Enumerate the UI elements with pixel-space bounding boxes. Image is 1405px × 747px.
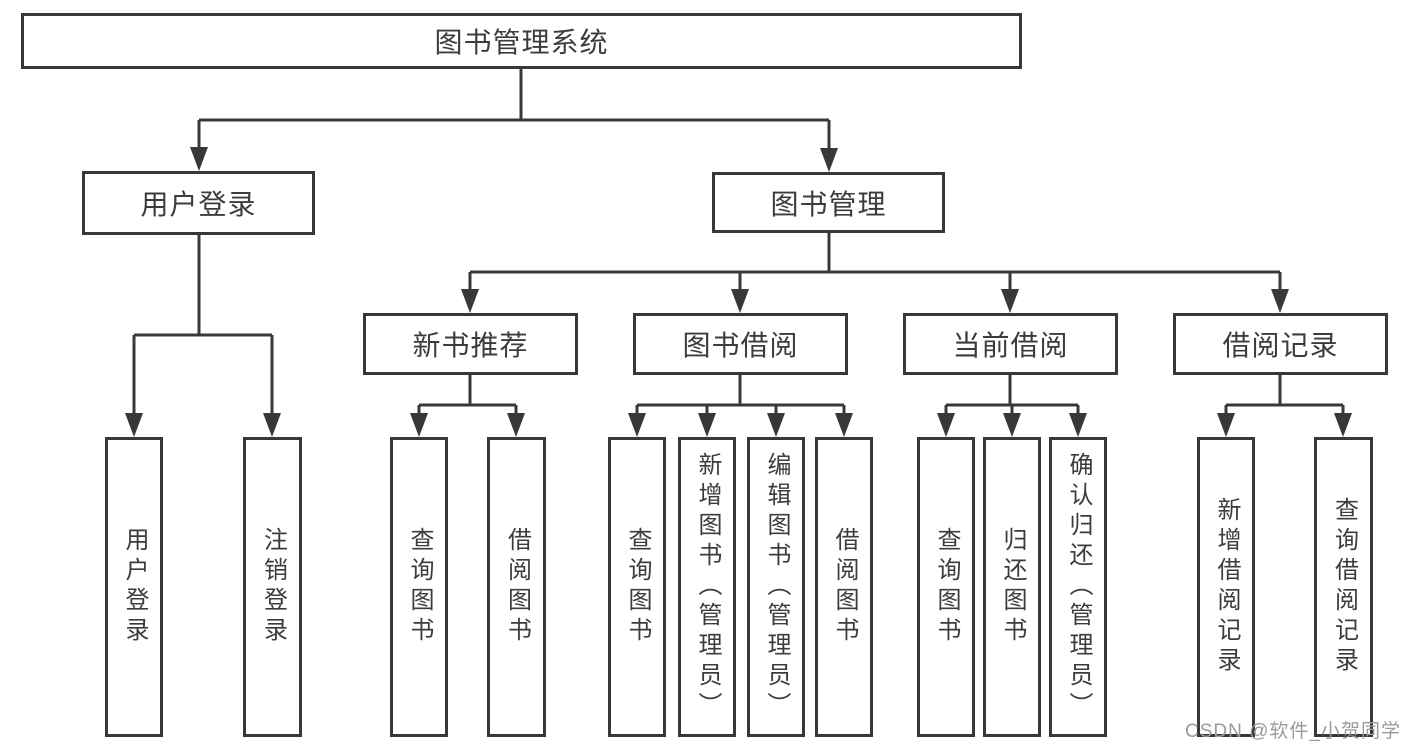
node-book-borrowing: 图书借阅 xyxy=(633,313,848,375)
connector-root-to-level2 xyxy=(190,69,838,172)
leaf-query-books-borrowing: 查询图书 xyxy=(608,437,666,737)
leaf-logout-login: 注销登录 xyxy=(243,437,302,737)
node-borrowing-records: 借阅记录 xyxy=(1173,313,1388,375)
leaf-query-books-current-label: 查询图书 xyxy=(933,527,960,647)
node-borrowing-records-label: 借阅记录 xyxy=(1222,330,1339,361)
leaf-query-books-current: 查询图书 xyxy=(917,437,975,737)
leaf-query-borrow-record-label: 查询借阅记录 xyxy=(1330,497,1358,677)
leaf-query-books-recommend-label: 查询图书 xyxy=(406,527,433,647)
connector-book-mgmt-children xyxy=(461,232,1289,313)
connector-book-borrow-children xyxy=(628,375,853,437)
leaf-add-book-admin: 新增图书（管理员） xyxy=(678,437,736,737)
leaf-borrow-books-recommend-label: 借阅图书 xyxy=(503,527,531,647)
watermark-text: CSDN @软件_小贺同学 xyxy=(1185,721,1401,742)
node-current-borrowing-label: 当前借阅 xyxy=(952,330,1069,361)
leaf-return-books-label: 归还图书 xyxy=(999,527,1026,647)
node-new-book-recommend: 新书推荐 xyxy=(363,313,578,375)
leaf-borrow-books-recommend: 借阅图书 xyxy=(487,437,546,737)
leaf-edit-book-admin-label: 编辑图书（管理员） xyxy=(763,452,790,722)
leaf-query-books-recommend: 查询图书 xyxy=(390,437,448,737)
leaf-query-borrow-record: 查询借阅记录 xyxy=(1314,437,1373,737)
connector-borrow-records-children xyxy=(1217,375,1352,437)
leaf-confirm-return-admin-label: 确认归还（管理员） xyxy=(1065,452,1092,722)
node-book-management: 图书管理 xyxy=(712,172,945,233)
leaf-return-books: 归还图书 xyxy=(983,437,1041,737)
leaf-borrow-books-borrowing-label: 借阅图书 xyxy=(831,527,858,647)
leaf-logout-login-label: 注销登录 xyxy=(259,527,287,647)
leaf-add-borrow-record: 新增借阅记录 xyxy=(1197,437,1255,737)
connector-current-borrow-children xyxy=(937,375,1087,437)
leaf-edit-book-admin: 编辑图书（管理员） xyxy=(747,437,805,737)
node-new-book-recommend-label: 新书推荐 xyxy=(412,330,529,361)
node-book-borrowing-label: 图书借阅 xyxy=(682,330,799,361)
leaf-query-books-borrowing-label: 查询图书 xyxy=(624,527,651,647)
leaf-user-login-label: 用户登录 xyxy=(121,527,148,647)
leaf-add-borrow-record-label: 新增借阅记录 xyxy=(1213,497,1240,677)
leaf-add-book-admin-label: 新增图书（管理员） xyxy=(694,452,721,722)
leaf-user-login: 用户登录 xyxy=(105,437,163,737)
connector-new-book-children xyxy=(410,375,525,437)
node-user-login: 用户登录 xyxy=(82,171,315,235)
node-library-system-label: 图书管理系统 xyxy=(434,27,609,58)
connector-user-login-children xyxy=(125,234,281,437)
leaf-confirm-return-admin: 确认归还（管理员） xyxy=(1049,437,1107,737)
node-user-login-label: 用户登录 xyxy=(140,189,257,220)
node-library-system: 图书管理系统 xyxy=(21,13,1022,69)
node-current-borrowing: 当前借阅 xyxy=(903,313,1118,375)
node-book-management-label: 图书管理 xyxy=(770,188,887,220)
leaf-borrow-books-borrowing: 借阅图书 xyxy=(815,437,873,737)
